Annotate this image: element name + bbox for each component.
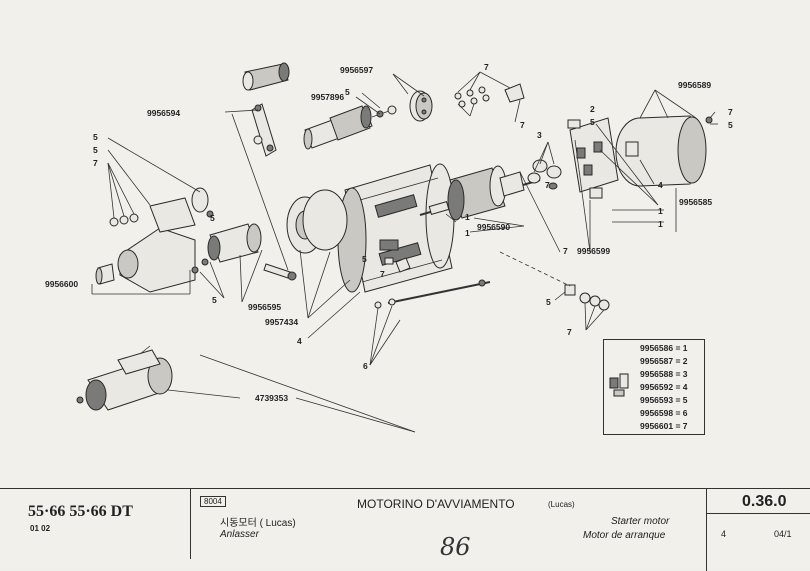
label-9957434: 9957434: [265, 317, 298, 327]
drive-sleeve-part: [242, 62, 290, 91]
through-bolt-part: [263, 263, 297, 281]
legend-box: 9956586 = 1 9956587 = 2 9956588 = 3 9956…: [603, 339, 705, 435]
terminal-nuts-part: [454, 83, 525, 108]
callout-5: 5: [210, 213, 215, 223]
legend-row: 9956587 = 2: [640, 356, 688, 366]
title-korean: 시동모터 ( Lucas): [220, 518, 296, 529]
callout-6: 6: [363, 361, 368, 371]
callout-5: 5: [362, 254, 367, 264]
label-9956585: 9956585: [679, 197, 712, 207]
callout-5: 5: [546, 297, 551, 307]
revision-date: 04/1: [774, 529, 792, 539]
model-variant: 01 02: [30, 524, 51, 533]
brush-set-icon: [609, 373, 629, 397]
legend-row: 9956593 = 5: [640, 395, 688, 405]
divider: [190, 489, 191, 559]
callout-5: 5: [728, 120, 733, 130]
model-numbers: 55·66 55·66 DT: [28, 503, 133, 520]
callout-5: 5: [590, 117, 595, 127]
group-code: 8004: [200, 496, 226, 507]
label-9956595: 9956595: [248, 302, 281, 312]
label-9956600: 9956600: [45, 279, 78, 289]
callout-5: 5: [93, 132, 98, 142]
starter-assembly-illustration: [76, 345, 173, 411]
title-english: Starter motor: [611, 516, 670, 527]
legend-row: 9956588 = 3: [640, 369, 688, 379]
callout-1: 1: [658, 219, 663, 229]
title-spanish: Motor de arranque: [583, 530, 666, 541]
sheet-number: 4: [721, 529, 727, 539]
divider: [706, 489, 707, 571]
reference-number: 0.36.0: [742, 493, 787, 510]
title-german: Anlasser: [220, 529, 259, 540]
commutator-end-plate-part: [567, 117, 619, 199]
exploded-parts-diagram: 9956597 9957896 9956594 9956589 9956585 …: [45, 62, 733, 433]
brand-name: (Lucas): [548, 500, 575, 509]
label-9956590: 9956590: [477, 222, 510, 232]
title-italian: MOTORINO D'AVVIAMENTO: [357, 497, 515, 511]
legend-row: 9956601 = 7: [640, 421, 688, 431]
title-block: 55·66 55·66 DT 01 02 8004 MOTORINO D'AVV…: [0, 488, 810, 571]
callout-3: 3: [537, 130, 542, 140]
callout-5: 5: [212, 295, 217, 305]
callout-7: 7: [380, 269, 385, 279]
label-9956597: 9956597: [340, 65, 373, 75]
callout-7: 7: [563, 246, 568, 256]
label-9957896: 9957896: [311, 92, 344, 102]
callout-4: 4: [297, 336, 302, 346]
drive-end-housing-part: [117, 197, 209, 293]
label-9956589: 9956589: [678, 80, 711, 90]
yoke-housing-part: [337, 163, 455, 293]
callout-5: 5: [93, 145, 98, 155]
label-9956594: 9956594: [147, 108, 180, 118]
nuts-and-washers-part: [564, 284, 610, 311]
callout-5: 5: [345, 87, 350, 97]
callout-4: 4: [658, 180, 663, 190]
callout-2: 2: [590, 104, 595, 114]
callout-1: 1: [465, 212, 470, 222]
callout-1: 1: [658, 206, 663, 216]
handwritten-number: 86: [440, 533, 471, 561]
callout-7: 7: [728, 107, 733, 117]
callout-7: 7: [545, 180, 550, 190]
callout-7: 7: [567, 327, 572, 337]
legend-row: 9956586 = 1: [640, 343, 688, 353]
drive-end-bracket-part: [286, 189, 348, 254]
shift-lever-part: [251, 103, 277, 157]
divider: [706, 513, 810, 514]
leader-lines: [91, 71, 718, 433]
solenoid-cap-part: [409, 90, 433, 122]
callout-7: 7: [484, 62, 489, 72]
pinion-drive-part: [207, 223, 262, 263]
end-cover-part: [615, 115, 713, 187]
legend-row: 9956598 = 6: [640, 408, 688, 418]
solenoid-plunger-part: [303, 105, 397, 150]
callout-7: 7: [520, 120, 525, 130]
armature-part: [419, 165, 541, 221]
label-4739353: 4739353: [255, 393, 288, 403]
pole-shoes-part: [527, 159, 562, 190]
bushing-part: [95, 263, 115, 285]
legend-row: 9956592 = 4: [640, 382, 688, 392]
label-9956599: 9956599: [577, 246, 610, 256]
callout-1: 1: [465, 228, 470, 238]
brush-holder-part: [379, 239, 411, 273]
callout-7: 7: [93, 158, 98, 168]
